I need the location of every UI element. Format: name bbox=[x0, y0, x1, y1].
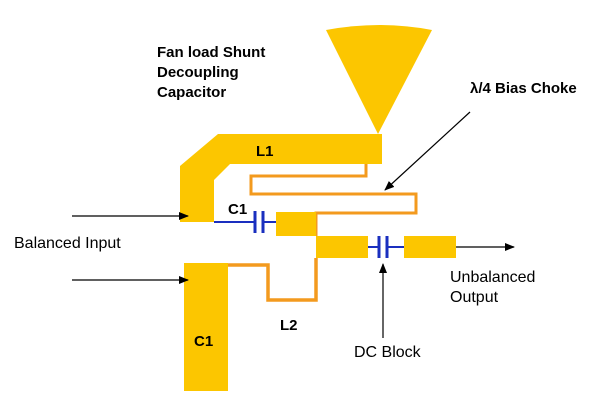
output-pad-2 bbox=[404, 236, 456, 258]
fan-load-label-line1: Fan load Shunt bbox=[157, 44, 265, 61]
c1-bottom-label: C1 bbox=[194, 333, 213, 350]
bias-choke-pointer bbox=[384, 111, 471, 191]
dc-block-label: DC Block bbox=[354, 344, 422, 361]
coupling-pad bbox=[276, 212, 316, 236]
fan-load-label-line3: Capacitor bbox=[157, 84, 226, 101]
l1-microstrip bbox=[180, 134, 382, 222]
bias-choke-meander bbox=[249, 164, 418, 236]
l2-label: L2 bbox=[280, 317, 298, 334]
fan-load-label-line2: Decoupling bbox=[157, 64, 239, 81]
c1-top-label: C1 bbox=[228, 201, 247, 218]
unbalanced-output-label-line1: Unbalanced bbox=[450, 269, 535, 286]
fan-load-stub bbox=[326, 25, 432, 134]
output-pad-1 bbox=[316, 236, 368, 258]
bias-choke-label: λ/4 Bias Choke bbox=[470, 80, 577, 97]
unbalanced-output-label-line2: Output bbox=[450, 289, 499, 306]
balanced-input-label: Balanced Input bbox=[14, 235, 121, 252]
c1-bottom-stub bbox=[184, 263, 228, 391]
l2-trace bbox=[228, 258, 318, 302]
l1-label: L1 bbox=[256, 143, 274, 160]
